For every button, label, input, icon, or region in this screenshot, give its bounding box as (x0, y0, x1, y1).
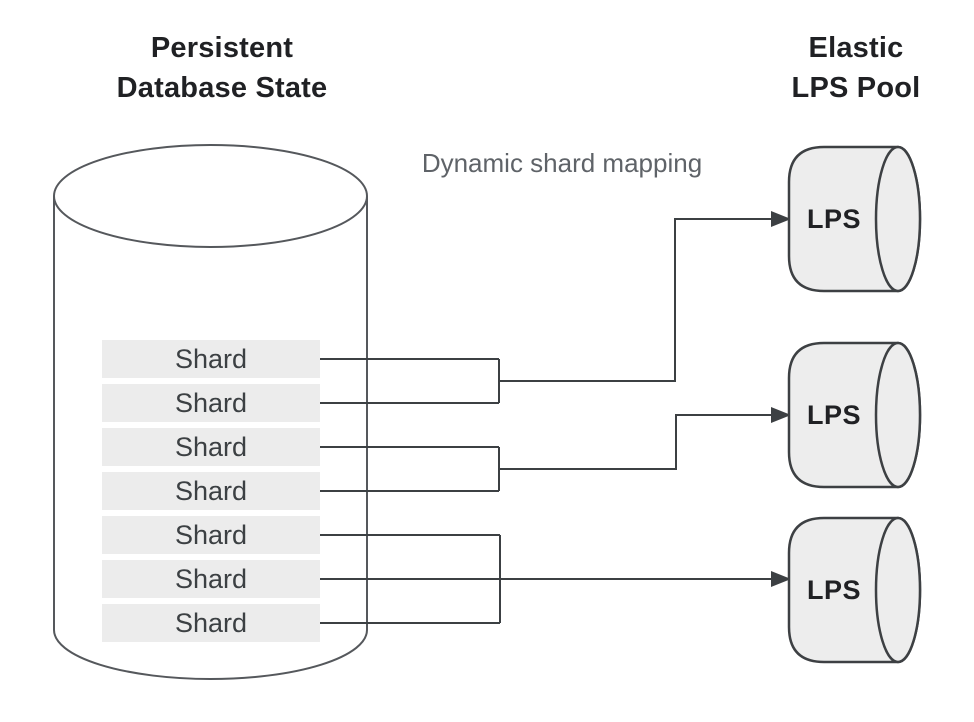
connector-group-1 (320, 218, 774, 404)
persistent-database-title-line1: Persistent (150, 32, 294, 64)
lps-node-3-label: LPS (806, 575, 861, 605)
lps-cylinder-2 (787, 341, 922, 489)
shard-row-3: Shard (102, 428, 320, 466)
connector-group-3 (320, 534, 774, 624)
shard-row-2: Shard (102, 384, 320, 422)
connector-shard1-shard2-merge (320, 218, 774, 404)
lps-cylinder-3-face (874, 516, 922, 664)
shard-row-1: Shard (102, 340, 320, 378)
lps-cylinder-3 (787, 516, 922, 664)
lps-cylinder-1-face (874, 145, 922, 293)
persistent-database-title: Persistent Database State (62, 28, 382, 108)
persistent-database-title-line2: Database State (116, 72, 328, 104)
shard-row-6: Shard (102, 560, 320, 598)
arrowhead-lps1 (771, 211, 791, 227)
lps-node-2-label: LPS (806, 400, 861, 430)
database-cylinder-top (53, 144, 368, 248)
shard-row-7: Shard (102, 604, 320, 642)
lps-node-1-label: LPS (806, 204, 861, 234)
elastic-lps-pool-title-line1: Elastic (808, 32, 904, 64)
lps-cylinder-2-face (874, 341, 922, 489)
arrowhead-lps2 (771, 407, 791, 423)
arrowhead-lps3 (771, 571, 791, 587)
connector-shard3-shard4-merge (320, 414, 774, 492)
shard-row-4: Shard (102, 472, 320, 510)
connector-shard5-shard6-shard7-merge (320, 534, 774, 624)
connector-group-2 (320, 414, 774, 492)
lps-cylinder-1 (787, 145, 922, 293)
shard-row-5: Shard (102, 516, 320, 554)
elastic-lps-pool-title-line2: LPS Pool (791, 72, 921, 104)
elastic-lps-pool-title: Elastic LPS Pool (716, 28, 974, 108)
dynamic-shard-mapping-label: Dynamic shard mapping (421, 148, 703, 178)
